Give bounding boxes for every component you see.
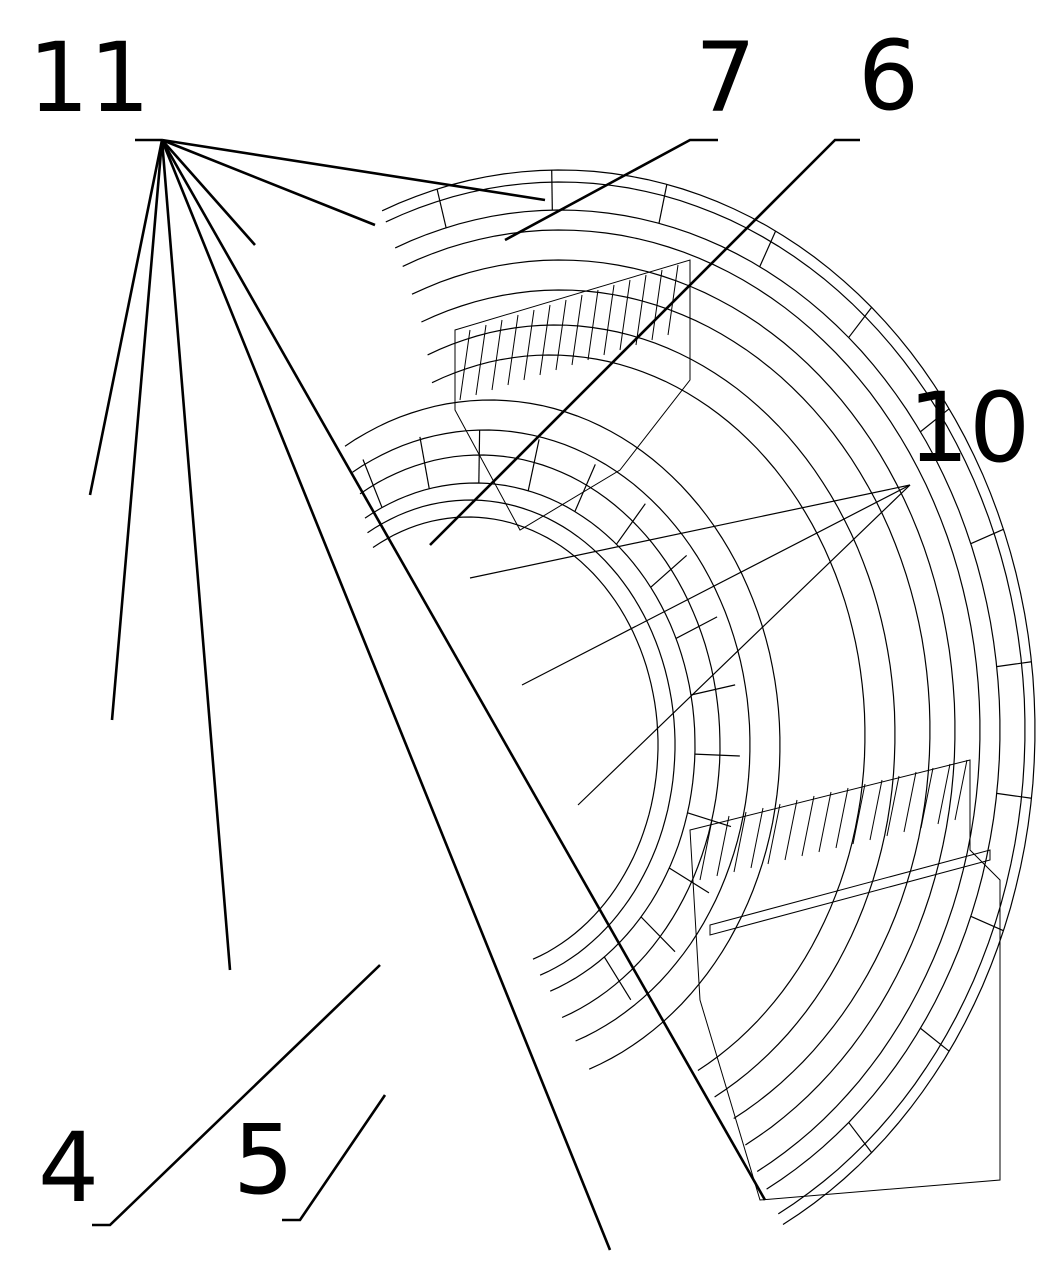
inner-notch — [362, 459, 383, 508]
inner-arc — [352, 429, 751, 1042]
tread-notch — [920, 408, 950, 433]
inner-arc — [344, 399, 781, 1070]
outer-arc — [411, 259, 956, 1146]
hatch — [459, 329, 471, 401]
inner-arc — [359, 454, 721, 1019]
hatch — [767, 803, 781, 865]
leader-7 — [504, 138, 718, 242]
hatch — [869, 779, 883, 841]
inner-notch — [478, 430, 481, 484]
inner-notch — [687, 812, 732, 828]
hatch — [750, 807, 764, 869]
inner-notch — [690, 684, 736, 696]
leader-10 — [469, 484, 911, 579]
label-10: 10 — [908, 372, 1031, 484]
hatch — [587, 289, 599, 361]
leader-6 — [429, 138, 860, 546]
tread-notch — [996, 661, 1032, 668]
hatch — [699, 819, 713, 881]
hatch — [801, 795, 815, 857]
label-4: 4 — [38, 1112, 100, 1224]
hatch — [603, 284, 615, 356]
tread-notch — [920, 1027, 950, 1052]
inner-notch — [574, 464, 596, 512]
leader-10 — [521, 484, 911, 686]
hatch — [886, 775, 900, 837]
label-5: 5 — [233, 1104, 295, 1216]
hatch — [635, 274, 647, 346]
hatch — [835, 787, 849, 849]
hatch — [954, 759, 968, 821]
outer-arc — [421, 289, 931, 1120]
inner-notch — [668, 867, 710, 894]
label-11: 11 — [28, 22, 151, 134]
outer-arc — [394, 209, 1001, 1190]
hatch — [475, 324, 487, 396]
outer-arc — [431, 354, 866, 1071]
leader-10 — [577, 484, 911, 806]
hatch — [491, 319, 503, 391]
inner-notch — [603, 956, 632, 1001]
leader-11 — [161, 138, 546, 202]
tread-notch — [759, 230, 777, 267]
hatch — [818, 791, 832, 853]
hatch — [784, 799, 798, 861]
hatch — [651, 269, 663, 341]
hatch — [539, 304, 551, 376]
tread-notch — [996, 792, 1032, 799]
label-6: 6 — [858, 20, 920, 132]
leader-5 — [282, 1094, 387, 1222]
hatch — [903, 771, 917, 833]
leader-11 — [160, 139, 767, 1201]
top-section — [454, 259, 691, 531]
leader-11 — [110, 139, 164, 721]
tread-notch — [970, 915, 1004, 932]
hatch — [571, 294, 583, 366]
plate — [709, 849, 991, 936]
tread-notch — [551, 170, 553, 211]
tread-notch — [848, 1122, 873, 1154]
tread-notch — [848, 306, 873, 338]
inner-notch — [527, 439, 540, 491]
outer-arc — [381, 169, 1036, 1226]
hatch — [937, 763, 951, 825]
tread-notch — [436, 188, 447, 228]
hatch — [920, 767, 934, 829]
leader-11 — [161, 139, 256, 246]
hatch — [733, 811, 747, 873]
bottom-section — [689, 759, 1001, 1201]
leader-11 — [160, 139, 232, 971]
hatch — [555, 299, 567, 371]
hatch — [619, 279, 631, 351]
leader-11 — [160, 139, 612, 1251]
hatch — [507, 314, 519, 386]
outer-arc — [427, 324, 896, 1098]
inner-notch — [615, 503, 646, 545]
label-7: 7 — [695, 22, 757, 134]
inner-notch — [675, 616, 718, 639]
leader-lines — [88, 138, 911, 1251]
inner-notch — [694, 753, 740, 757]
inner-arc — [372, 516, 659, 960]
inner-arc — [364, 482, 696, 992]
leader-4 — [92, 964, 381, 1227]
hatch — [667, 264, 679, 336]
outer-arc — [385, 181, 1026, 1215]
inner-notch — [640, 916, 676, 953]
inner-notch — [419, 436, 430, 489]
ring-body — [344, 169, 1036, 1226]
inner-notch — [650, 554, 688, 588]
hatch — [523, 309, 535, 381]
leader-11 — [88, 139, 164, 496]
tread-notch — [658, 184, 668, 224]
cut-sections — [454, 259, 1001, 1201]
hatch — [852, 783, 866, 845]
outer-arc — [402, 229, 981, 1172]
leader-11 — [161, 138, 376, 227]
hatch — [716, 815, 730, 877]
inner-arc — [367, 499, 676, 976]
tread-notch — [970, 528, 1004, 545]
